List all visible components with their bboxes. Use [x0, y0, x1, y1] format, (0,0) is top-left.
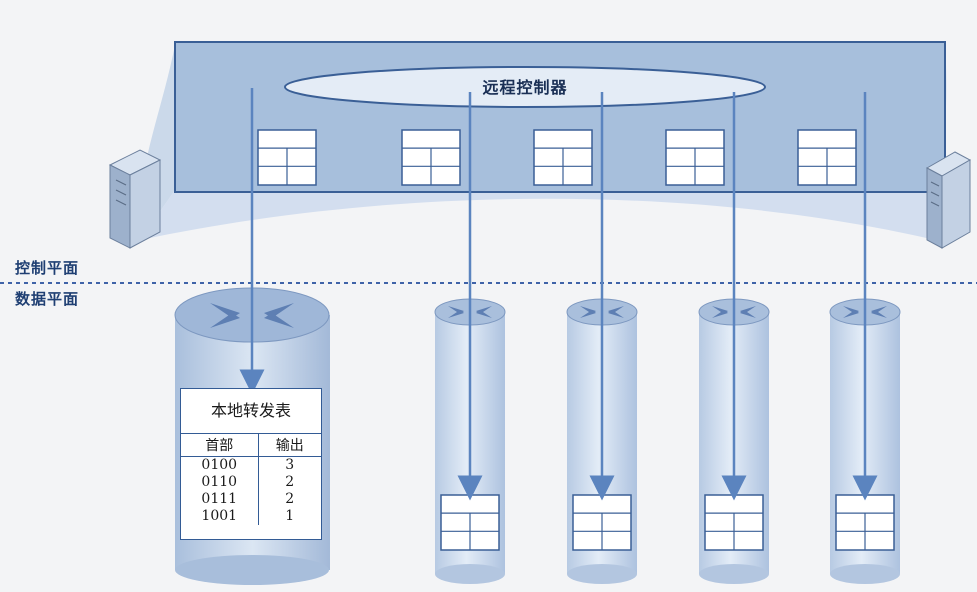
- router-cross-icon: [210, 303, 294, 328]
- table-row: 0100 3: [181, 456, 321, 474]
- remote-controller-ellipse: [284, 66, 766, 108]
- router-cross-icon: [580, 306, 624, 318]
- controller-flow-table-icon: [665, 129, 725, 186]
- control-plane-label: 控制平面: [15, 259, 80, 277]
- router-flow-table-icon: [835, 494, 895, 551]
- output-cell: 3: [285, 457, 295, 473]
- forwarding-table-title: 本地转发表: [181, 389, 321, 434]
- controller-flow-table-icon: [257, 129, 317, 186]
- remote-controller-label: 远程控制器: [482, 78, 568, 97]
- output-cell: 2: [285, 491, 295, 507]
- router-cross-icon: [448, 306, 492, 318]
- local-forwarding-table: 本地转发表 首部 输出 0100 3 0110 2 0111: [180, 388, 322, 540]
- router-flow-table-icon: [572, 494, 632, 551]
- arrow-group: [239, 88, 878, 501]
- output-cell: 1: [285, 508, 295, 524]
- router-flow-table-icon: [704, 494, 764, 551]
- header-col: 首部: [181, 434, 259, 457]
- router-cross-icon: [712, 306, 756, 318]
- controller-flow-table-icon: [401, 129, 461, 186]
- controller-flow-table-icon: [533, 129, 593, 186]
- router-cross-icon: [843, 306, 887, 318]
- data-plane-label: 数据平面: [15, 290, 80, 308]
- forwarding-table-grid: 首部 输出 0100 3 0110 2 0111 2 1001: [181, 434, 321, 525]
- router-group: [434, 298, 901, 584]
- header-cell: 0100: [181, 456, 259, 474]
- table-row: 0110 2: [181, 474, 321, 491]
- table-row: 1001 1: [181, 508, 321, 525]
- server-icon-right: [925, 151, 972, 249]
- server-icon-left: [108, 149, 162, 249]
- router-flow-table-icon: [440, 494, 500, 551]
- controller-underside: [140, 190, 945, 240]
- header-cell: 1001: [181, 508, 259, 525]
- controller-table-icons: [257, 129, 857, 186]
- output-cell: 2: [285, 474, 295, 490]
- controller-flow-table-icon: [797, 129, 857, 186]
- output-col: 输出: [258, 434, 321, 457]
- header-cell: 0111: [181, 491, 259, 508]
- table-row: 0111 2: [181, 491, 321, 508]
- header-cell: 0110: [181, 474, 259, 491]
